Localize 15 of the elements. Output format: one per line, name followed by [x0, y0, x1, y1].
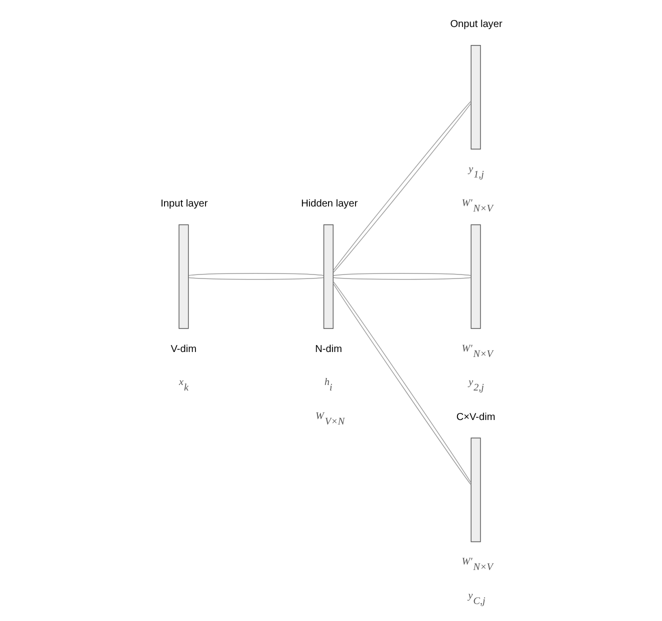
node-label: N-dim — [315, 344, 342, 356]
node-bar — [470, 438, 481, 542]
connector — [333, 277, 472, 280]
node-bar — [470, 45, 481, 150]
connector — [188, 277, 324, 280]
node-label: V-dim — [170, 344, 196, 356]
node-label: Onput layer — [450, 19, 502, 30]
node-label: C×V-dim — [456, 412, 496, 423]
node-bar — [323, 224, 334, 329]
node-bar — [470, 224, 481, 329]
connector — [333, 273, 472, 276]
connector — [188, 273, 324, 276]
node-bar — [178, 224, 189, 329]
node-label: Input layer — [160, 198, 208, 210]
node-label: Hidden layer — [301, 198, 358, 210]
